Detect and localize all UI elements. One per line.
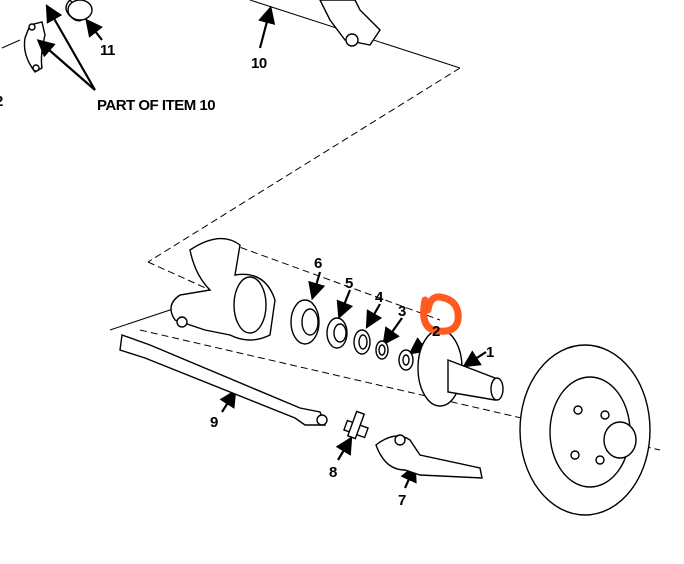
item-3-washer [375,340,389,360]
part-of-item-10-label: PART OF ITEM 10 [97,97,215,114]
item-7-stub-shaft [375,434,483,479]
item-2-bearing [398,349,414,371]
brake-rotor-hub [519,344,651,516]
callout-10: 10 [251,55,267,72]
callout-5: 5 [345,275,353,292]
callout-arrows [36,4,487,489]
callout-9: 9 [210,414,218,431]
callout-11: 11 [100,42,115,59]
steering-knuckle [170,237,276,341]
item-10-knuckle-top [65,0,381,47]
callout-7: 7 [398,492,406,509]
item-4-spacer [353,329,371,355]
callout-6: 6 [314,255,322,272]
item-8-u-joint [343,410,369,440]
item-9-axle-shaft [119,334,328,426]
annotation-marker [420,293,462,335]
callout-2: 2 [432,323,440,340]
item-6-seal [290,299,320,345]
callout-4: 4 [375,289,384,306]
callout-1: 1 [486,344,494,361]
callout-3: 3 [398,303,406,320]
item-5-bearing [326,317,348,349]
callout-8: 8 [329,464,337,481]
bearing-cap [1,21,46,73]
callout-12-partial: 2 [0,93,3,110]
item-1-spindle [417,329,504,407]
